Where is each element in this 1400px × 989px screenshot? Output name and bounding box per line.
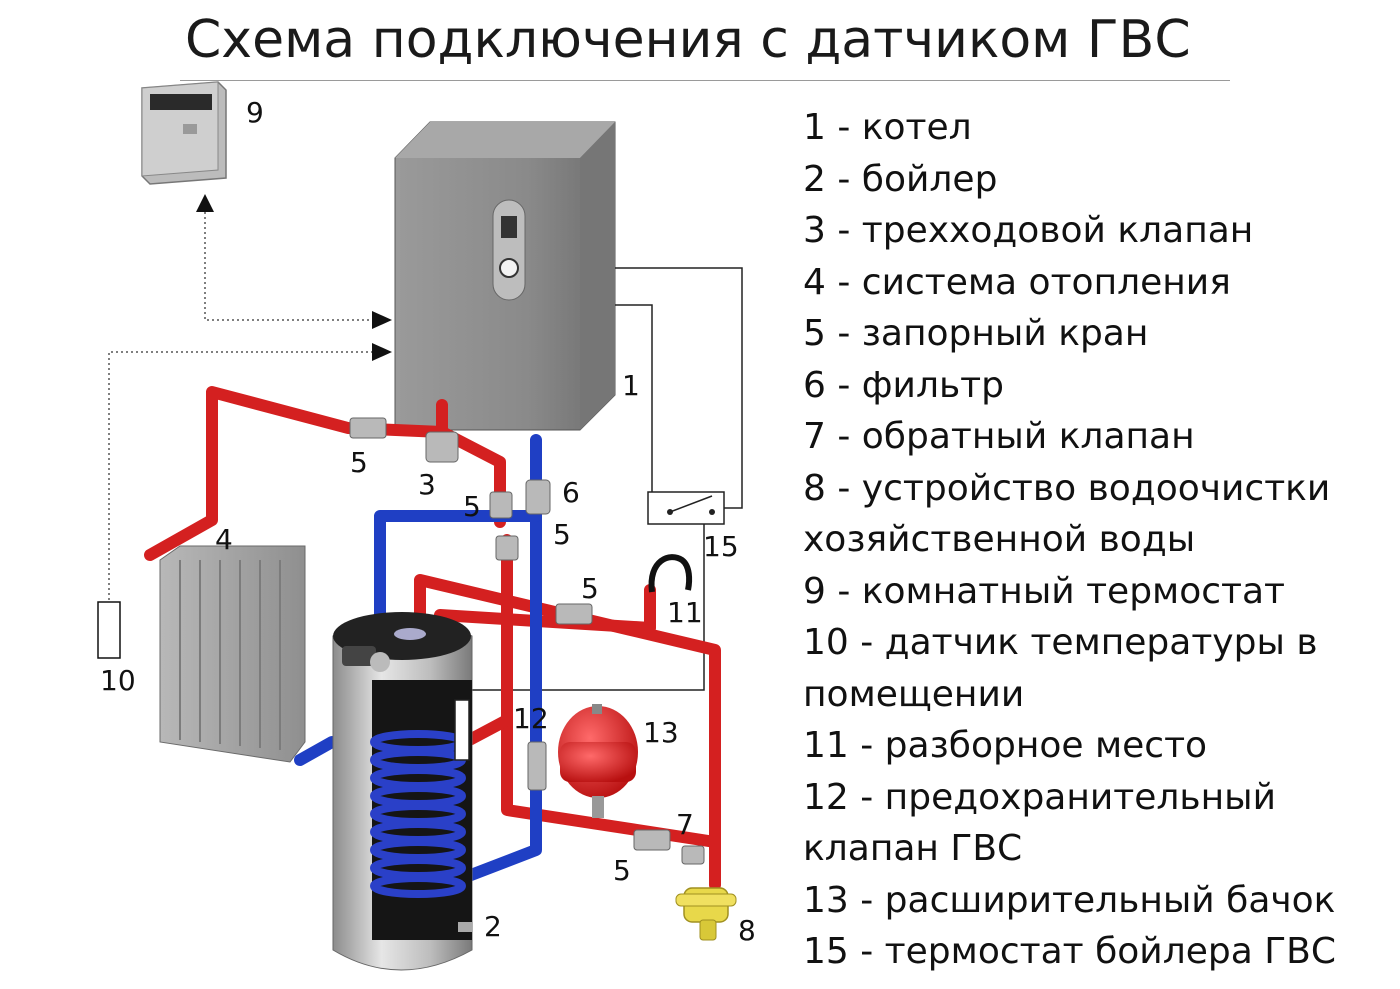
dhw-thermostat-icon [647,491,725,525]
expansion-tank-icon [558,704,638,818]
label-filter: 6 [562,476,580,509]
legend-item: 11 - разборное место [803,725,1208,766]
label-room-thermostat: 9 [246,96,264,129]
page-title: Схема подключения с датчиком ГВС [185,10,1191,70]
legend-list: 1 - котел 2 - бойлер 3 - трехходовой кла… [803,102,1336,978]
legend-item: помещении [803,673,1025,715]
legend-item: хозяйственной воды [803,519,1196,560]
label-shutoff-valve: 5 [613,854,631,887]
label-shutoff-valve: 5 [463,490,481,523]
label-dhw-thermostat: 15 [703,530,739,563]
label-temp-sensor: 10 [100,664,136,697]
label-water-treatment: 8 [738,914,756,947]
label-shutoff-valve: 5 [553,518,571,551]
label-check-valve: 7 [676,808,694,841]
tap-point-icon [648,554,693,593]
label-tap-point: 11 [667,596,703,629]
legend-item: 12 - предохранительный [803,776,1276,818]
title-rule [180,80,1230,81]
label-three-way-valve: 3 [418,468,436,501]
legend-item: 8 - устройство водоочистки [803,467,1331,509]
arrow-up-icon [196,194,214,212]
label-shutoff-valve: 5 [350,446,368,479]
legend-item: 4 - система отопления [803,261,1231,303]
temp-sensor-icon [97,601,121,659]
label-boiler: 1 [622,369,640,402]
legend-item: 7 - обратный клапан [803,416,1195,457]
arrow-right-icon [372,343,392,361]
legend-item: 5 - запорный кран [803,313,1149,354]
legend-item: 3 - трехходовой клапан [803,210,1254,251]
boiler-icon [394,121,616,431]
cold-pipes [294,434,542,886]
legend-item: 13 - расширительный бачок [803,879,1336,921]
water-heater-icon [332,612,473,971]
legend-item: клапан ГВС [803,828,1023,869]
label-shutoff-valve: 5 [581,572,599,605]
label-expansion-tank: 13 [643,716,679,749]
water-treatment-icon [675,887,737,941]
arrow-right-icon [372,311,392,329]
legend-item: 9 - комнатный термостат [803,570,1286,612]
legend-item: 2 - бойлер [803,158,998,200]
legend-item: 15 - термостат бойлера ГВС [803,931,1337,972]
label-water-heater: 2 [484,910,502,943]
label-safety-valve: 12 [513,702,549,735]
radiator-icon [159,545,306,763]
room-thermostat-icon [141,81,227,185]
legend-item: 10 - датчик температуры в [803,622,1318,663]
valve-fittings [349,417,705,865]
legend-item: 6 - фильтр [803,364,1005,406]
legend-item: 1 - котел [803,107,972,148]
label-heating-system: 4 [215,523,233,556]
